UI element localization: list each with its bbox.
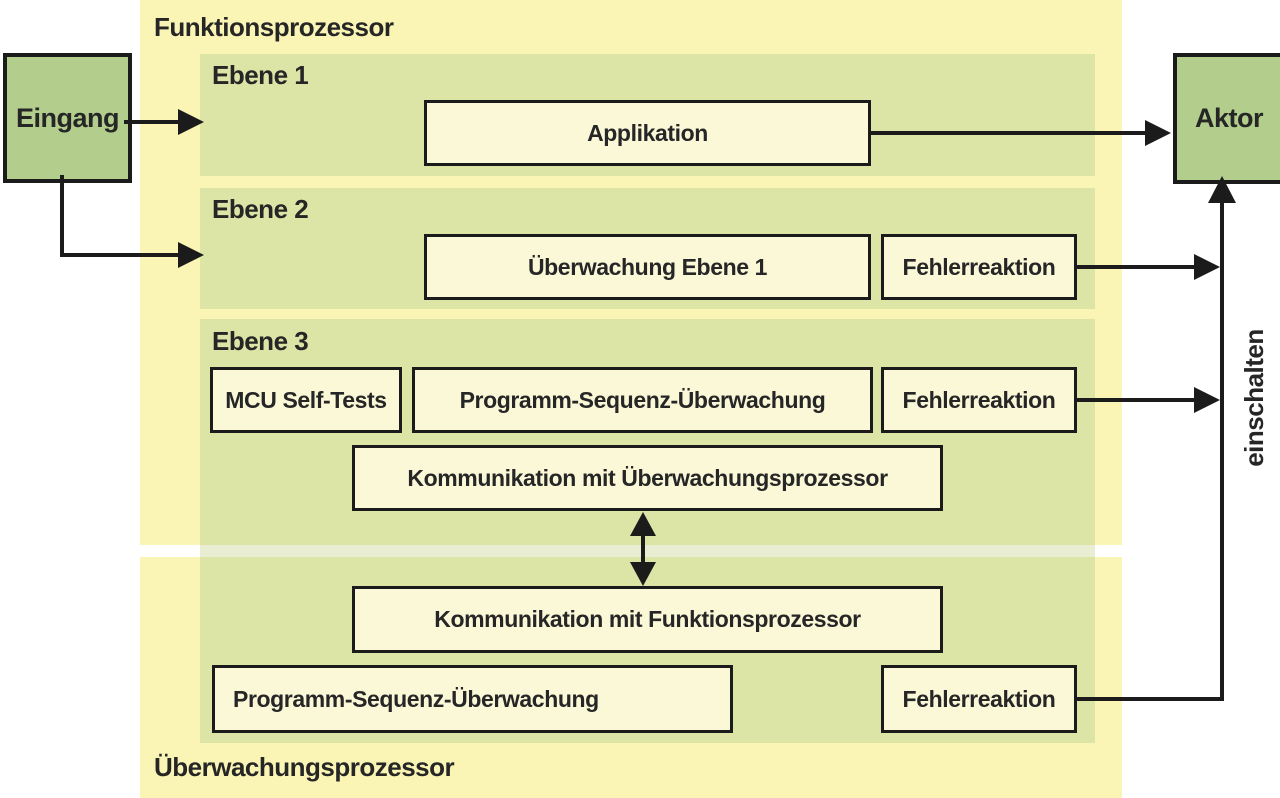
einschalten-bus-line xyxy=(1220,203,1224,701)
input-node: Eingang xyxy=(3,53,132,183)
fehlerreaktion2-arrowhead xyxy=(1194,254,1220,280)
komm-arrow-line xyxy=(641,533,645,563)
einschalten-label: einschalten xyxy=(1239,329,1269,467)
kommunikation-ueberwachungsprozessor-box: Kommunikation mit Überwachungsprozessor xyxy=(352,445,943,511)
fehlerreaktion3-arrowhead xyxy=(1194,387,1220,413)
applikation-box: Applikation xyxy=(424,100,871,166)
applikation-to-actor-line xyxy=(871,131,1147,135)
fehlerreaktion-monitoring-box: Fehlerreaktion xyxy=(881,665,1077,733)
ueberwachung-ebene1-box: Überwachung Ebene 1 xyxy=(424,234,871,300)
mcu-self-tests-box: MCU Self-Tests xyxy=(210,367,402,433)
applikation-to-actor-arrowhead xyxy=(1145,120,1171,146)
input-to-level1-arrowhead xyxy=(178,109,204,135)
input-to-level2-line xyxy=(60,253,180,257)
monitoring-processor-title: Überwachungsprozessor xyxy=(154,752,455,782)
level-1-label: Ebene 1 xyxy=(212,60,309,90)
fehlerreaktion2-line xyxy=(1077,265,1196,269)
fehlerreaktion-level2-box: Fehlerreaktion xyxy=(881,234,1077,300)
komm-arrow-up-head xyxy=(630,512,656,536)
level-3-label: Ebene 3 xyxy=(212,326,309,356)
input-to-level2-arrowhead xyxy=(178,242,204,268)
fehlerreaktion-level3-box: Fehlerreaktion xyxy=(881,367,1077,433)
level-2-label: Ebene 2 xyxy=(212,194,309,224)
function-processor-title: Funktionsprozessor xyxy=(154,12,394,42)
input-down-line xyxy=(60,175,64,257)
fehlerreaktion3-line xyxy=(1077,398,1196,402)
section-gap xyxy=(200,545,1095,557)
kommunikation-funktionsprozessor-box: Kommunikation mit Funktionsprozessor xyxy=(352,586,943,653)
input-to-level1-line xyxy=(124,120,180,124)
programm-sequenz-level3-box: Programm-Sequenz-Überwachung xyxy=(412,367,873,433)
programm-sequenz-monitoring-box: Programm-Sequenz-Überwachung xyxy=(212,665,733,733)
einschalten-arrowhead xyxy=(1208,176,1236,203)
komm-arrow-down-head xyxy=(630,562,656,586)
fehlerreaktion-bottom-line xyxy=(1077,697,1224,701)
actor-node: Aktor xyxy=(1173,53,1280,184)
